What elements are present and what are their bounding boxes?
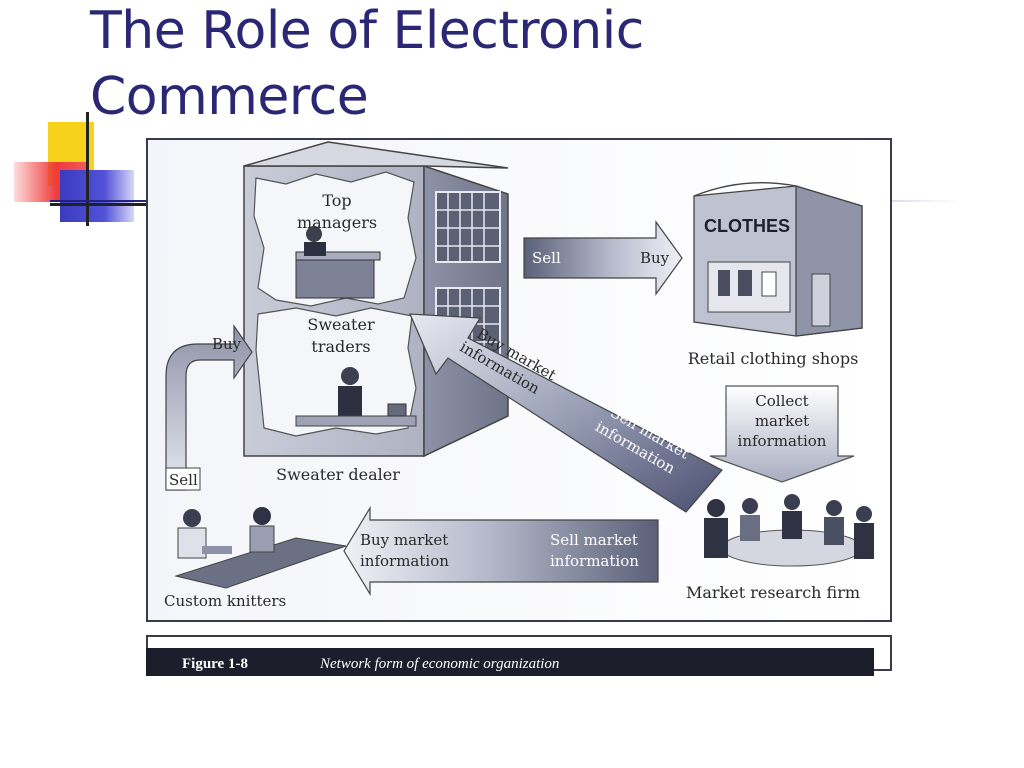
figure-caption: Network form of economic organization xyxy=(319,656,559,672)
sell-top-label: Sell xyxy=(532,249,561,267)
clothes-shop xyxy=(693,182,863,337)
sweater-dealer-label: Sweater dealer xyxy=(276,465,400,484)
market-research-people xyxy=(704,494,874,567)
collect-label-2: market xyxy=(755,412,809,430)
bottom-sell-label-2: information xyxy=(550,552,639,570)
network-diagram-figure: Figure 1-8 Network form of economic orga… xyxy=(146,138,894,678)
sweater-dealer-building xyxy=(243,141,509,458)
clothes-sign: CLOTHES xyxy=(704,216,790,236)
diagonal-market-info-arrow xyxy=(409,313,723,513)
sweater-traders-label-2: traders xyxy=(311,337,370,356)
collect-label-3: information xyxy=(738,432,827,450)
sweater-traders-label-1: Sweater xyxy=(307,315,375,334)
bottom-buy-label-2: information xyxy=(360,552,449,570)
slide-title: The Role of Electronic Commerce xyxy=(90,0,790,130)
slide-title-line-2: Commerce xyxy=(90,67,369,127)
top-managers-label-1: Top xyxy=(322,191,351,210)
custom-knitters-people xyxy=(174,507,347,589)
decor-blue-square xyxy=(60,170,134,222)
buy-left-label: Buy xyxy=(212,335,242,353)
sell-buy-top-arrow xyxy=(523,220,683,296)
top-managers-label-2: managers xyxy=(297,213,377,232)
bottom-buy-label-1: Buy market xyxy=(360,531,448,549)
figure-number: Figure 1-8 xyxy=(182,656,248,672)
decor-vertical-line xyxy=(86,112,89,226)
retail-shops-label: Retail clothing shops xyxy=(688,349,859,368)
network-diagram: Figure 1-8 Network form of economic orga… xyxy=(146,138,892,676)
left-sell-buy-arrow xyxy=(165,324,253,491)
collect-info-down-arrow xyxy=(709,385,855,483)
custom-knitters-label: Custom knitters xyxy=(164,592,286,610)
sell-left-label: Sell xyxy=(169,471,198,489)
collect-label-1: Collect xyxy=(755,392,808,410)
slide-title-line-1: The Role of Electronic xyxy=(90,1,644,61)
buy-top-label: Buy xyxy=(640,249,670,267)
decor-horizontal-line xyxy=(50,203,146,206)
caption-bar xyxy=(146,648,874,676)
bottom-market-info-arrow xyxy=(343,505,659,597)
bottom-sell-label-1: Sell market xyxy=(550,531,638,549)
market-research-label: Market research firm xyxy=(686,583,860,602)
